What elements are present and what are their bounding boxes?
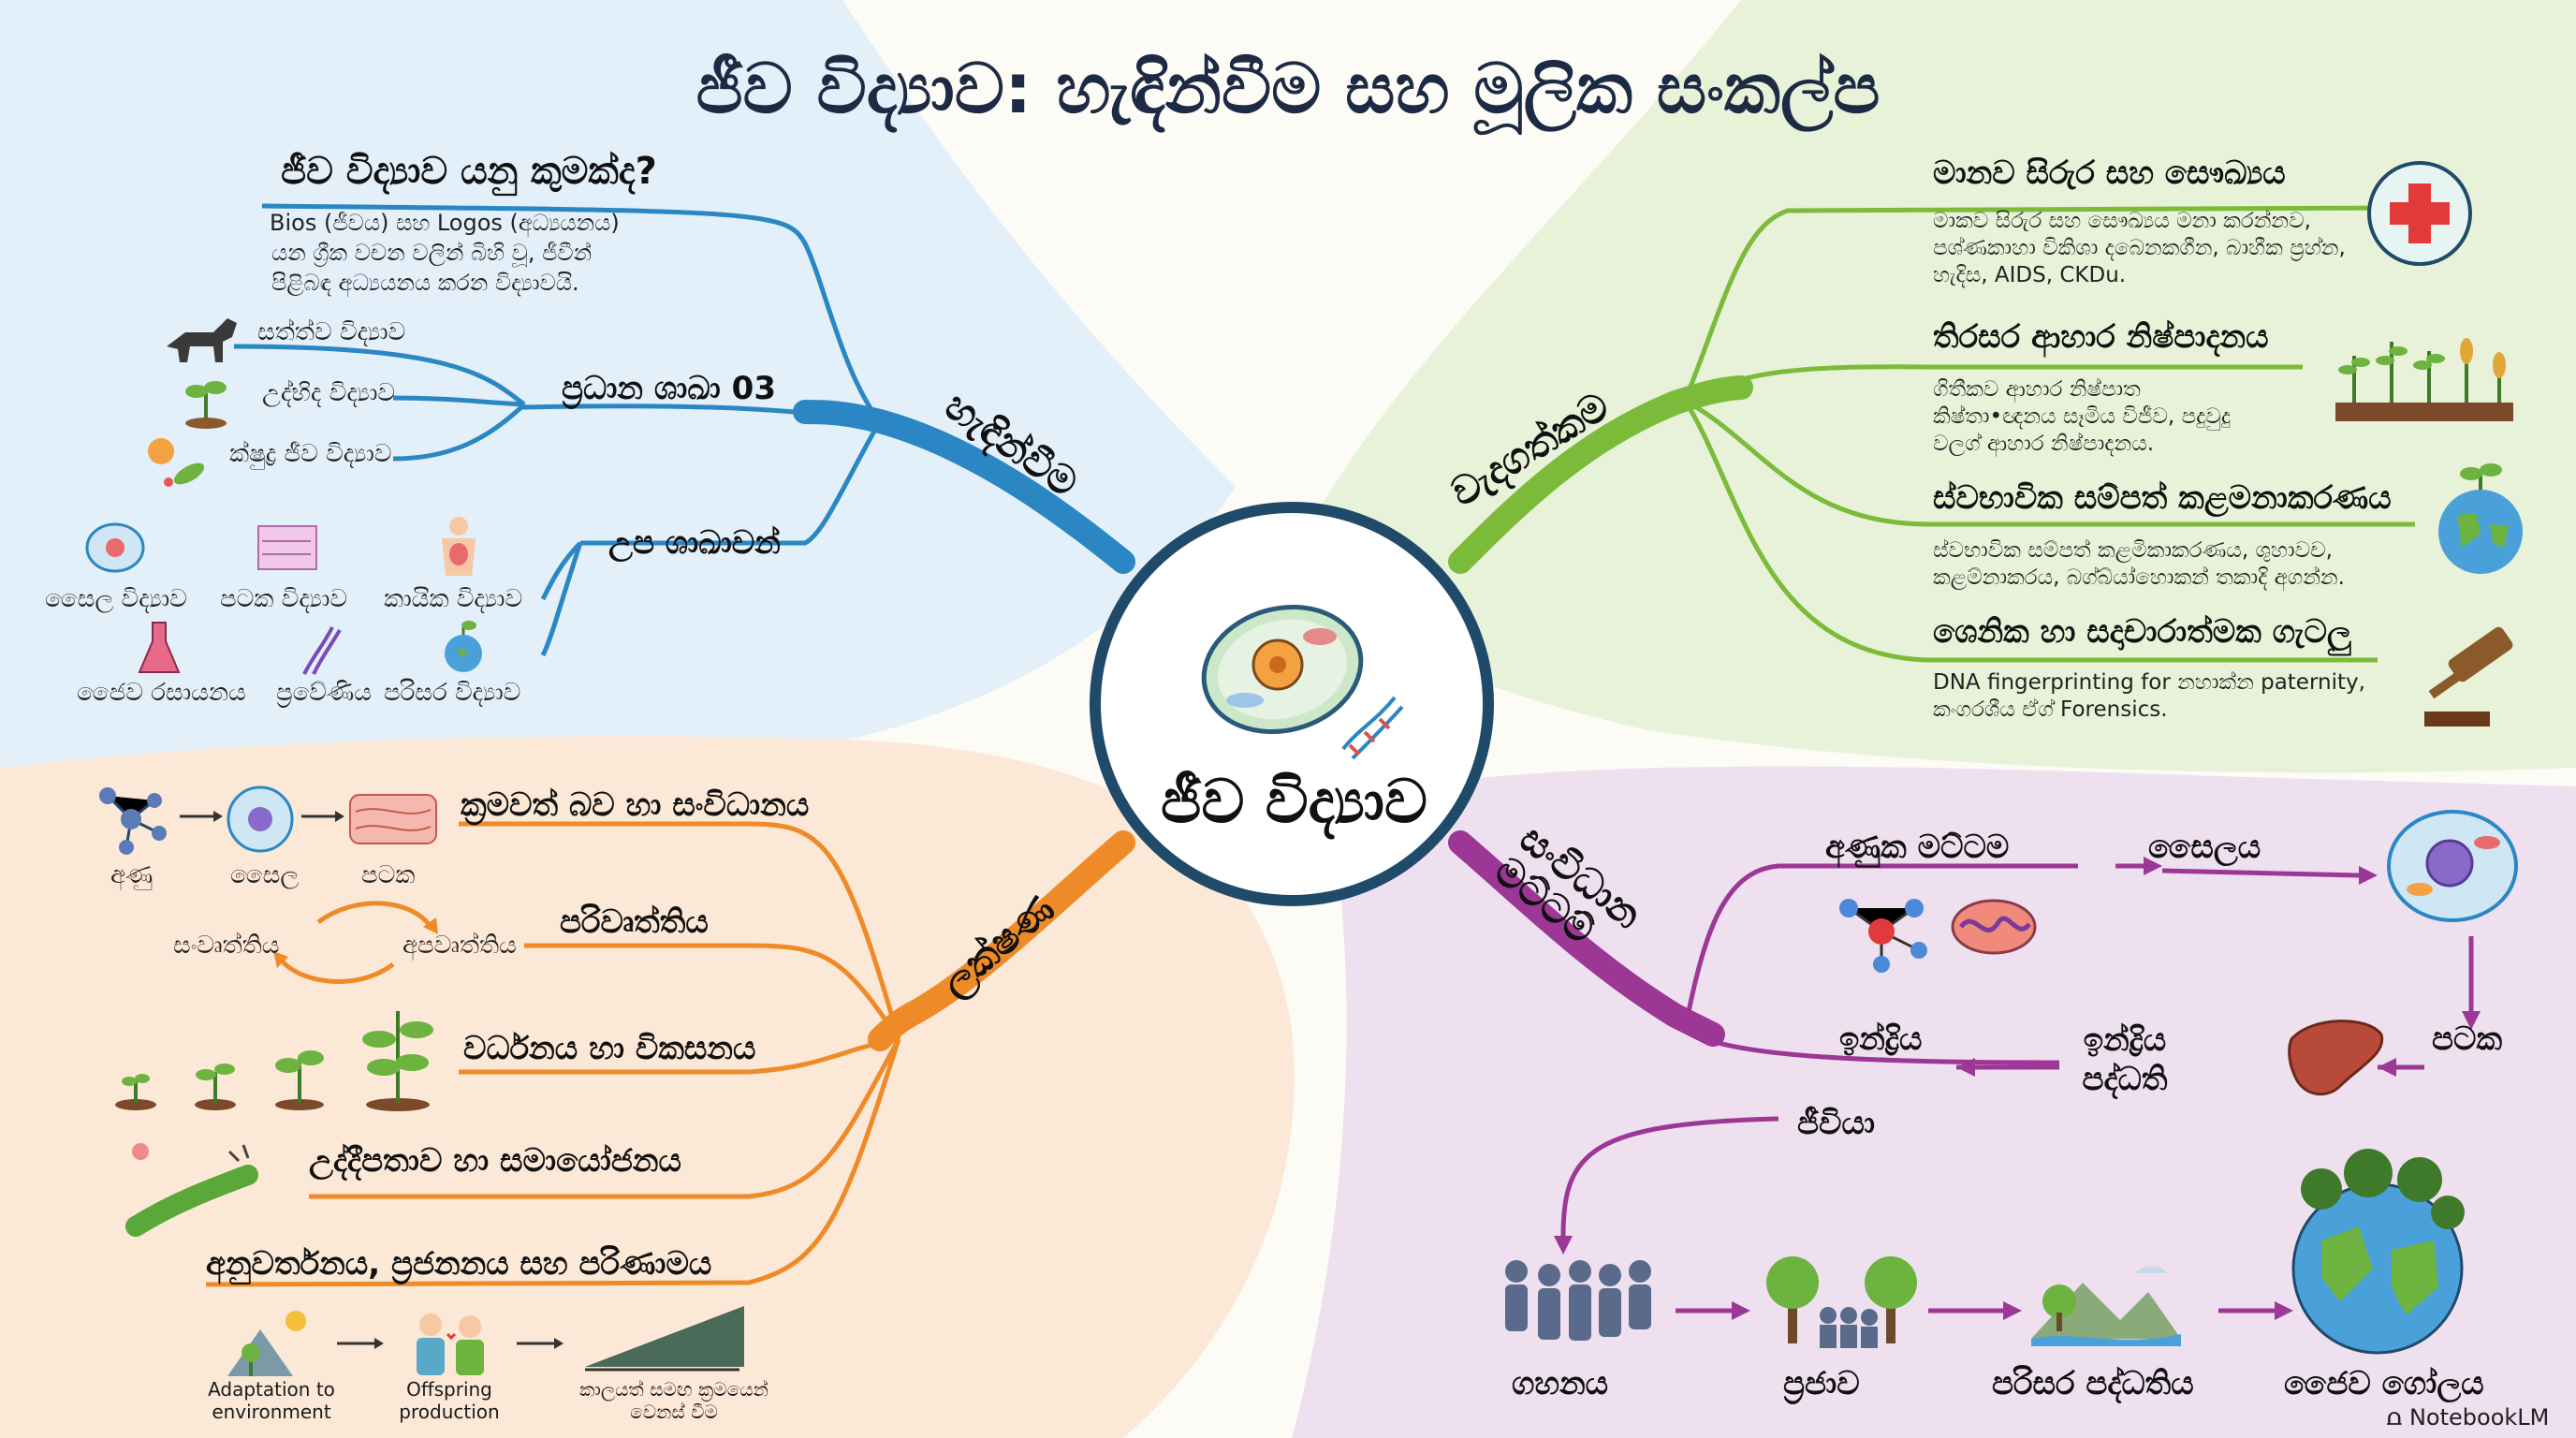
anabolism-label: සංවෘත්තිය xyxy=(173,932,280,960)
human-body-icon xyxy=(442,517,476,576)
earth-plant-icon xyxy=(2438,463,2523,574)
importance-heading-1: මානව සිරුර සහ සෞඛ්‍යය xyxy=(1933,154,2286,192)
microbe-icon xyxy=(148,438,205,487)
what-heading: ජීව විද්‍යාව යනු කුමක්ද? xyxy=(281,150,657,193)
char-irritability: උද්දීපතාව හා සමායෝජනය xyxy=(309,1142,681,1180)
page-title: ජීව විද්‍යාව: හැඳින්වීම සහ මූලික සංකල්ප xyxy=(695,49,1881,129)
main-branches-heading: ප්‍රධාන ශාඛා 03 xyxy=(562,370,776,407)
wolf-icon xyxy=(167,318,237,362)
level-community: ප්‍රජාව xyxy=(1783,1365,1860,1402)
botany-label: උද්භිද විද්‍යාව xyxy=(262,379,396,407)
evolution-ramp-icon xyxy=(585,1306,744,1372)
importance-desc-2: ගිතීකව ආහාර නිෂ්පාත කිෂ්තා•ඥනය සෑමිය විජ… xyxy=(1933,377,2232,456)
importance-branch xyxy=(1448,375,1753,574)
biosphere-icon xyxy=(2291,1149,2465,1355)
cell-caption: සෛල xyxy=(230,861,300,889)
flask-icon xyxy=(138,622,181,673)
what-line2: යන ග්‍රීක වචන වලින් බිහි වූ, ජීවීන් xyxy=(271,240,593,266)
ecosystem-icon xyxy=(2031,1266,2181,1346)
level-population: ගහනය xyxy=(1512,1365,1609,1402)
what-line1: Bios (ජීවය) සහ Logos (අධ්‍යයනය) xyxy=(270,210,620,236)
level-organ: ඉන්ද්‍රිය xyxy=(1839,1020,1923,1058)
importance-desc-4: DNA fingerprinting for නහාක්න paternity,… xyxy=(1933,670,2365,722)
genetics-label: ප්‍රවේණිය xyxy=(276,679,372,707)
offspring-caption-1: Offspring xyxy=(406,1378,492,1401)
cell-biology-icon xyxy=(85,522,145,573)
importance-desc-1: මාකව සිරුර සහ සෞඛ්‍යය මනා කරන්නව, පශ්ණකා… xyxy=(1933,209,2346,287)
intro-branch xyxy=(793,400,1135,574)
char-metabolism: පරිවෘත්තිය xyxy=(560,903,709,941)
parent-child-icon xyxy=(417,1313,484,1375)
biochemistry-label: ජෛව රසායනය xyxy=(77,679,246,707)
level-biosphere: ජෛව ගෝලය xyxy=(2284,1365,2484,1402)
mountain-sun-icon xyxy=(227,1311,306,1376)
dna-icon xyxy=(1341,696,1404,760)
dna-small-icon xyxy=(302,626,342,675)
histology-label: පටක විද්‍යාව xyxy=(220,585,348,613)
population-icon xyxy=(1505,1260,1651,1341)
gavel-icon xyxy=(2424,626,2513,726)
medical-cross-icon xyxy=(2367,161,2472,266)
level-ecosystem: පරිසර පද්ධතිය xyxy=(1992,1365,2194,1402)
stimulus-caterpillar-icon xyxy=(125,1143,258,1237)
char-growth: වර්ධනය හා විකසනය xyxy=(463,1030,756,1067)
importance-heading-4: ශෙනික හා සදාචාරාත්මක ගැටලු xyxy=(1933,613,2351,651)
char-adaptation: අනුවර්තනය, ප්‍රජනනය සහ පරිණාමය xyxy=(206,1245,712,1283)
watermark-text: NotebookLM xyxy=(2408,1404,2550,1431)
level-cell: සෛලය xyxy=(2148,829,2261,866)
cytology-label: සෛල විද්‍යාව xyxy=(45,585,187,613)
watermark-icon: ⩍ xyxy=(2387,1404,2409,1431)
physiology-label: කායික විද්‍යාව xyxy=(384,585,523,613)
growth-stages-icon xyxy=(115,1011,433,1111)
crops-icon xyxy=(2335,338,2513,421)
microbiology-label: ක්ෂුද්‍ර ජීව විද්‍යාව xyxy=(229,440,392,468)
tissue-icon xyxy=(257,525,317,570)
evolution-caption: කාලයත් සමඟ ක්‍රමයෙන්වෙනස් වීම xyxy=(552,1378,796,1423)
importance-heading-2: තිරසර ආහාර නිෂ්පාදනය xyxy=(1933,318,2269,356)
organelle-icon xyxy=(1951,899,2037,955)
level-molecular: අණුක මට්ටම xyxy=(1825,829,2010,866)
cell-level-icon xyxy=(2387,810,2518,922)
char-organization: ක්‍රමවත් බව හා සංවිධානය xyxy=(461,786,810,824)
importance-region xyxy=(1308,0,2576,773)
levels-branch xyxy=(1448,830,1725,1047)
adaptation-caption-1: Adaptation to xyxy=(208,1378,335,1401)
center-label: ජීව විද්‍යාව xyxy=(1161,768,1427,837)
molecule-caption: අණු xyxy=(110,861,154,889)
catabolism-label: අපවෘත්තිය xyxy=(402,932,517,960)
community-icon xyxy=(1766,1256,1917,1348)
molecule-level-icon xyxy=(1839,899,1927,973)
molecule-icon xyxy=(99,787,167,855)
ecology-label: පරිසර විද්‍යාව xyxy=(384,679,521,707)
adaptation-caption-2: environment xyxy=(212,1401,331,1423)
liver-icon xyxy=(2288,1020,2384,1096)
tissue-caption: පටක xyxy=(361,861,416,889)
what-line3: පිළිබඳ අධ්‍යයනය කරන විද්‍යාවයි. xyxy=(271,270,579,296)
watermark: ⩍ NotebookLM xyxy=(2387,1404,2549,1431)
evolution-caption-1: කාලයත් සමඟ ක්‍රමයෙන් xyxy=(579,1378,768,1401)
cell-icon xyxy=(1201,604,1364,735)
seedling-icon xyxy=(185,381,227,429)
level-tissue: පටක xyxy=(2432,1020,2503,1058)
level-organism: ජීවියා xyxy=(1797,1105,1876,1142)
sub-branches-heading: උප ශාඛාවන් xyxy=(608,524,781,562)
importance-desc-3: ස්වභාවික සම්පත් කළමිකාකරණය, ශුහාවච, කළම්… xyxy=(1933,538,2345,590)
zoology-label: සත්ත්ව විද්‍යාව xyxy=(257,318,406,346)
globe-plant-icon xyxy=(445,621,482,672)
characteristics-region xyxy=(0,736,1295,1438)
tissue-small-icon xyxy=(349,794,437,844)
cell-small-icon xyxy=(227,785,294,853)
offspring-caption-2: production xyxy=(399,1401,500,1423)
importance-heading-3: ස්වභාවික සම්පත් කළමනාකරණය xyxy=(1933,479,2392,517)
intro-region xyxy=(0,0,1236,773)
evolution-caption-2: වෙනස් වීම xyxy=(630,1401,718,1423)
level-organ-system: ඉන්ද්‍රිය පද්ධති xyxy=(2082,1021,2168,1098)
